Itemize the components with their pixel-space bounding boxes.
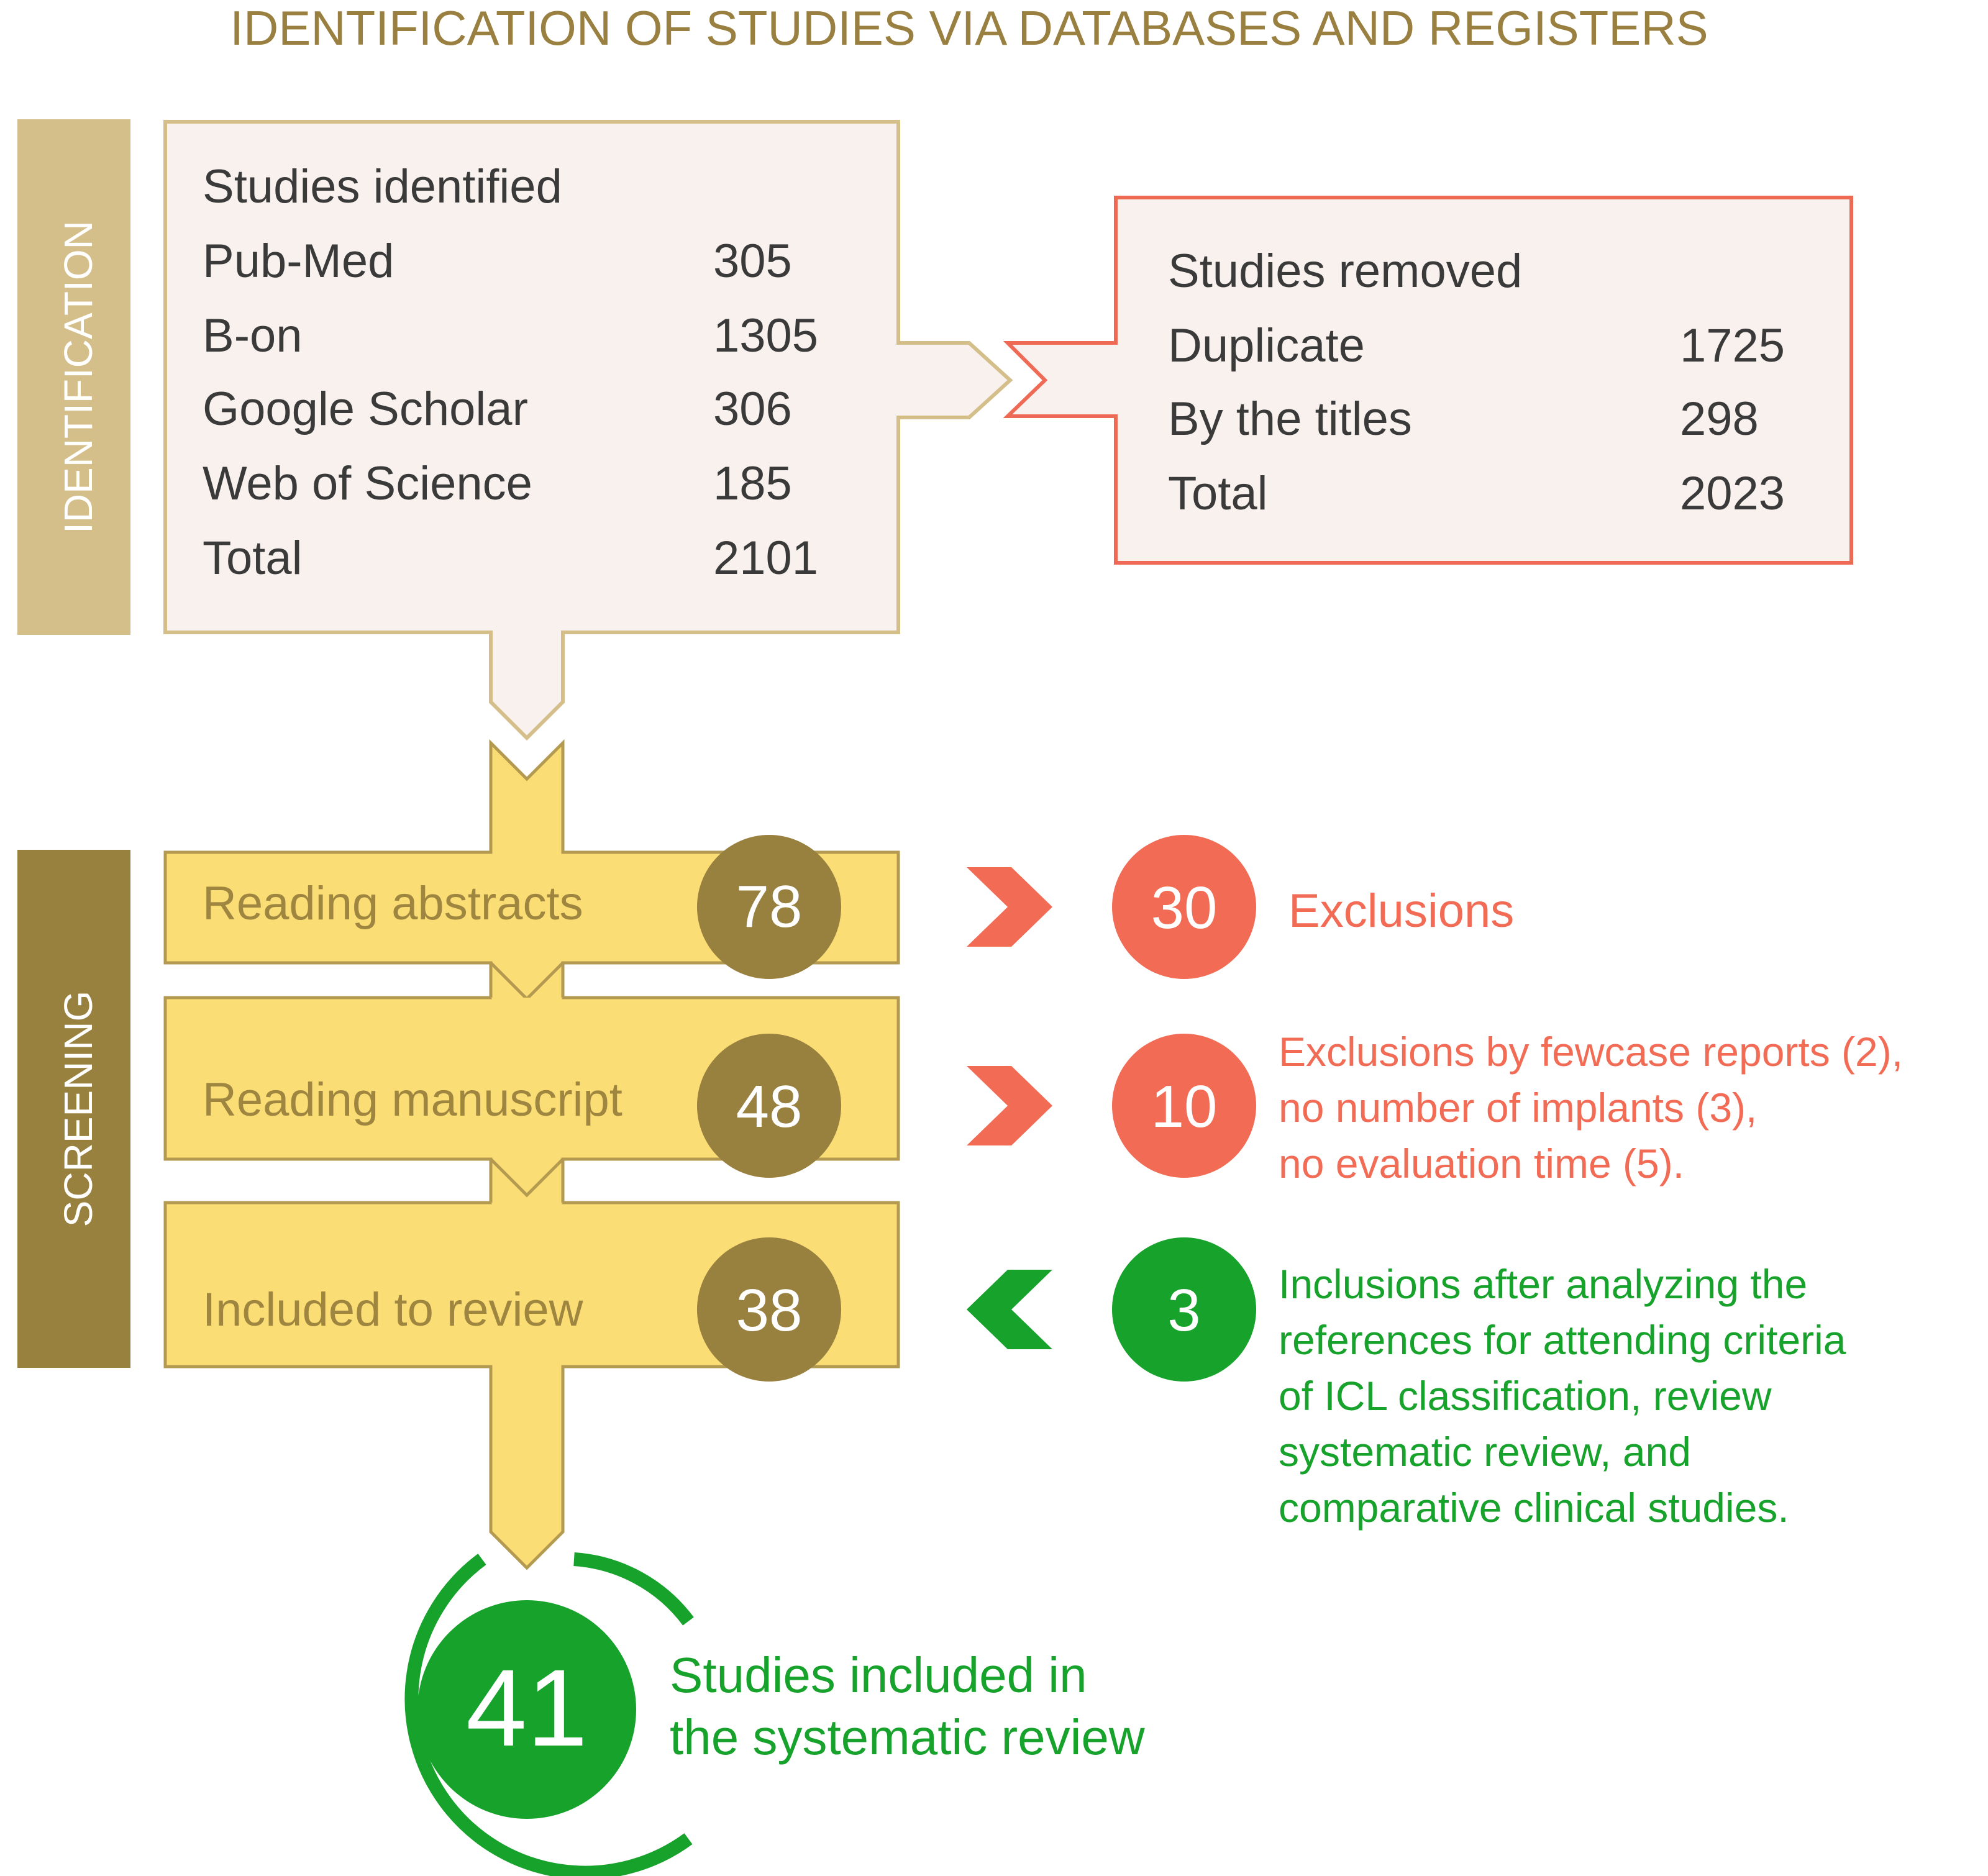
inclusion-note-line: systematic review, and	[1279, 1429, 1691, 1475]
identified-row-value: 2101	[713, 532, 818, 585]
removed-rows: Duplicate 1725 By the titles 298 Total 2…	[1168, 319, 1785, 520]
exclusion-count: 30	[1151, 875, 1218, 941]
phase-bar-identification	[17, 119, 130, 635]
exclusion-note-line: no evaluation time (5).	[1279, 1141, 1684, 1186]
inclusion-count-badge	[1112, 1237, 1256, 1382]
flow-chevron	[491, 998, 563, 1034]
step-count-badge	[697, 1034, 841, 1178]
phase-label-screening: SCREENING	[56, 991, 101, 1227]
step-count-badge	[697, 1237, 841, 1382]
step-count: 48	[736, 1073, 803, 1140]
identified-row-label: Google Scholar	[203, 383, 528, 435]
identified-row-value: 185	[713, 457, 792, 510]
inclusion-note-line: comparative clinical studies.	[1279, 1485, 1789, 1531]
removed-row-label: Duplicate	[1168, 319, 1365, 372]
inclusion-chevron-icon	[967, 1270, 1052, 1349]
inclusion-count: 3	[1167, 1277, 1200, 1344]
step-label: Reading abstracts	[203, 877, 583, 930]
removed-row-label: Total	[1168, 467, 1268, 520]
removed-row-value: 298	[1680, 393, 1759, 445]
exclusion-count-badge	[1112, 835, 1256, 979]
inclusion-note: Inclusions after analyzing the reference…	[1279, 1261, 1846, 1531]
removed-row-value: 1725	[1680, 319, 1785, 372]
identified-box	[163, 120, 1013, 741]
flow-chevron	[491, 1203, 563, 1239]
identified-rows: Pub-Med 305 B-on 1305 Google Scholar 306…	[203, 235, 818, 585]
removed-row-label: By the titles	[1168, 393, 1412, 445]
final-count-badge	[417, 1600, 636, 1819]
exclusion-note-line: no number of implants (3),	[1279, 1085, 1757, 1131]
removed-heading: Studies removed	[1168, 245, 1522, 298]
step-label: Reading manuscript	[203, 1073, 622, 1126]
final-count: 41	[466, 1647, 588, 1769]
final-result: 41 Studies included in the systematic re…	[404, 1552, 1145, 1876]
exclusion-note: Exclusions by fewcase reports (2), no nu…	[1279, 1029, 1903, 1186]
exclusion-count-badge	[1112, 1034, 1256, 1178]
identified-heading: Studies identified	[203, 160, 562, 213]
inclusion-note-line: references for attending criteria	[1279, 1317, 1846, 1363]
identified-row-value: 306	[713, 383, 792, 435]
step-count-badge	[697, 835, 841, 979]
removed-box	[1003, 196, 1853, 565]
inclusion-note-line: Inclusions after analyzing the	[1279, 1261, 1807, 1307]
identified-row-value: 1305	[713, 309, 818, 362]
final-label-line: Studies included in	[670, 1647, 1087, 1703]
identified-row-label: B-on	[203, 309, 303, 362]
exclusion-chevron-icon	[967, 867, 1052, 947]
removed-row-value: 2023	[1680, 467, 1785, 520]
final-ring-right	[573, 1552, 694, 1626]
identified-row-label: Total	[203, 532, 303, 585]
exclusion-chevron-icon	[967, 1066, 1052, 1145]
identified-row-value: 305	[713, 235, 792, 288]
step-count: 38	[736, 1277, 803, 1344]
identified-row-label: Web of Science	[203, 457, 532, 510]
exclusion-note-line: Exclusions by fewcase reports (2),	[1279, 1029, 1903, 1075]
phase-bar-screening	[17, 850, 130, 1368]
exclusion-note: Exclusions	[1288, 885, 1514, 937]
exclusion-count: 10	[1151, 1073, 1218, 1140]
inclusion-note-line: of ICL classification, review	[1279, 1373, 1772, 1419]
step-label: Included to review	[203, 1283, 584, 1336]
flow-chevron	[490, 1158, 564, 1198]
phase-label-identification: IDENTIFICATION	[56, 221, 101, 534]
step-count: 78	[736, 873, 803, 940]
diagram-title: IDENTIFICATION OF STUDIES VIA DATABASES …	[230, 1, 1708, 55]
final-label-line: the systematic review	[670, 1710, 1145, 1765]
final-ring-left	[404, 1554, 693, 1876]
identified-row-label: Pub-Med	[203, 235, 394, 288]
